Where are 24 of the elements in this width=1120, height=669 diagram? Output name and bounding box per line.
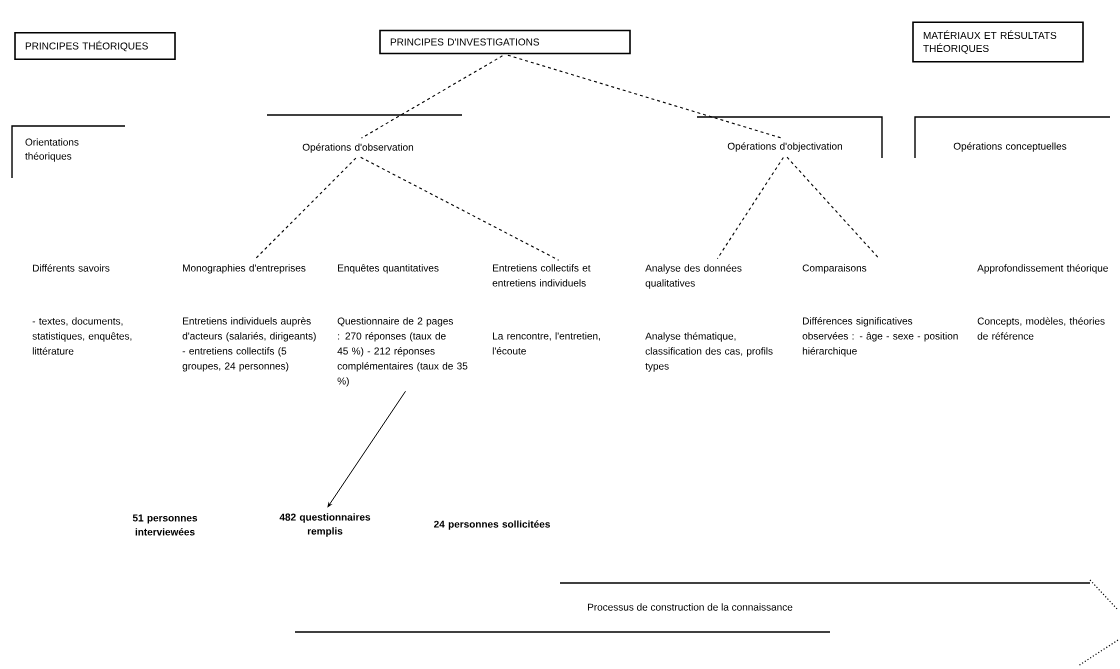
connector-line	[360, 55, 503, 139]
title-box: MATÉRIAUX ET RÉSULTATS THÉORIQUES	[912, 21, 1084, 63]
method-column: Comparaisons Différences significatives observées : - âge - sexe - position hiérarchique	[802, 264, 958, 357]
category-header: Opérations d'objectivation	[696, 116, 883, 159]
category-header: Orientations théoriques	[11, 125, 126, 179]
category-header: Opérations conceptuelles	[914, 116, 1111, 159]
category-header: Opérations d'observation	[266, 114, 463, 153]
connector-line	[507, 54, 782, 139]
method-column: Monographies d'entreprises Entretiens individuels auprès d'acteurs (salariés, dirigeants) - entretiens collectifs (5 groupes, 24 personnes)	[182, 264, 316, 372]
title-box: PRINCIPES D'INVESTIGATIONS	[379, 29, 631, 55]
result-text: 51 personnes interviewées	[132, 514, 198, 536]
method-column: Différents savoirs - textes, documents, statistiques, enquêtes, littérature	[32, 264, 132, 355]
result-text: 482 questionnaires remplis	[279, 513, 371, 537]
connector-line	[254, 157, 357, 260]
connector-line	[360, 156, 560, 261]
method-column: Approfondissement théorique Concepts, modèles, théories de référence	[977, 264, 1108, 340]
method-column: Enquêtes quantitatives Questionnaire de 2 pages : 270 réponses (taux de 45 %) - 212 réponses complémentaires (taux de 35 %)	[337, 264, 468, 387]
connector-line	[786, 156, 881, 260]
result-text: 24 personnes sollicitées	[434, 520, 550, 530]
connector-arrow	[327, 390, 407, 508]
method-column: Entretiens collectifs et entretiens individuels La rencontre, l'entretien, l'écoute	[492, 264, 600, 355]
connector-line	[716, 156, 784, 260]
title-box: PRINCIPES THÉORIQUES	[14, 31, 176, 61]
method-column: Analyse des données qualitatives Analyse thématique, classification des cas, profils types	[645, 264, 773, 372]
